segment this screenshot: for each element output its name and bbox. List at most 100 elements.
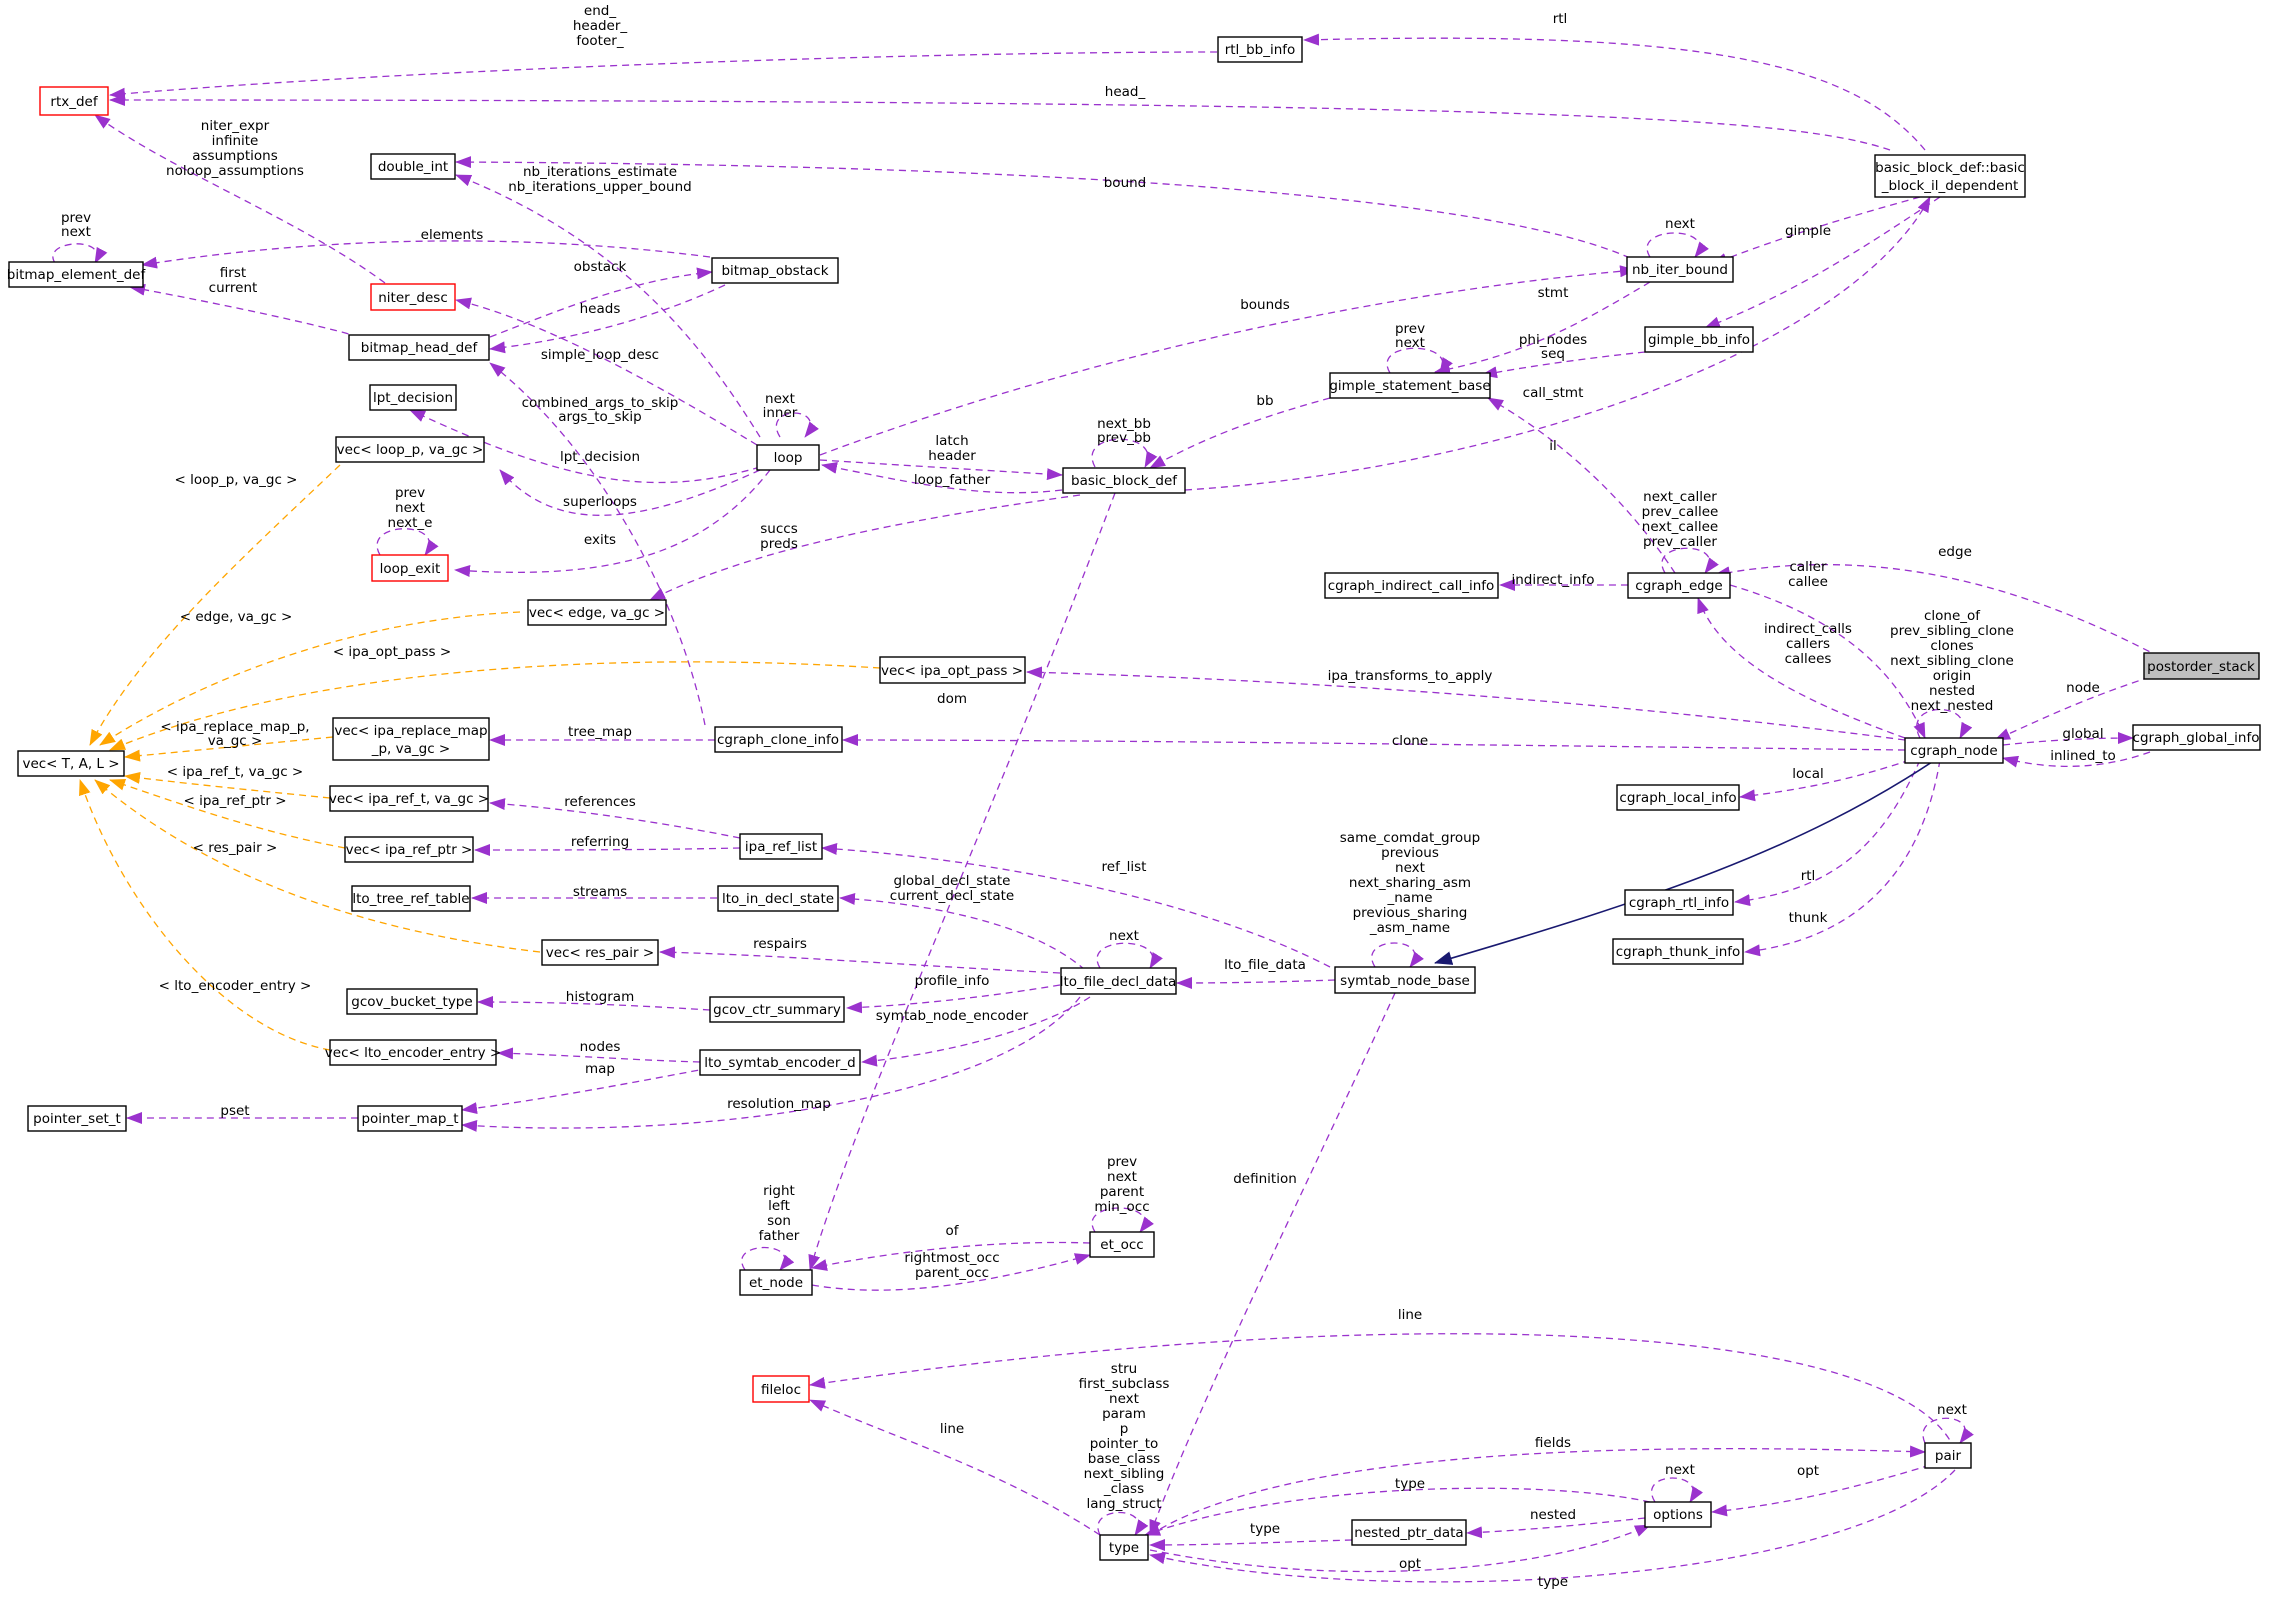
node-pair[interactable]: pair [1924, 1442, 1972, 1469]
label-map: map [585, 1061, 615, 1077]
label-end-header-footer: end_header_footer_ [573, 3, 628, 49]
edge-gimple-self [1386, 347, 1453, 374]
node-cgraph-local-info[interactable]: cgraph_local_info [1616, 784, 1740, 811]
label-lto-next: next [1109, 928, 1139, 944]
node-nested-ptr-data[interactable]: nested_ptr_data [1351, 1519, 1467, 1546]
node-cgraph-indirect-call-info[interactable]: cgraph_indirect_call_info [1324, 572, 1499, 599]
node-basic-block-il-dependent[interactable]: basic_block_def::basic_block_il_dependen… [1874, 154, 2026, 198]
node-type[interactable]: type [1099, 1534, 1149, 1561]
edge-lto-file-decl-to-vec-res-pair [659, 946, 1061, 974]
svg-text:ipa_ref_list: ipa_ref_list [745, 839, 817, 855]
edge-bitmap-obstack-to-bitmap-head [489, 284, 726, 354]
svg-text:cgraph_rtl_info: cgraph_rtl_info [1629, 895, 1729, 911]
label-ipa-opt-pass: < ipa_opt_pass > [333, 644, 451, 660]
node-gimple-bb-info[interactable]: gimple_bb_info [1644, 326, 1754, 353]
node-niter-desc[interactable]: niter_desc [370, 283, 456, 311]
node-lto-tree-ref-table[interactable]: lto_tree_ref_table [351, 885, 471, 912]
node-symtab-node-base[interactable]: symtab_node_base [1334, 966, 1476, 994]
node-gimple-statement-base[interactable]: gimple_statement_base [1329, 372, 1491, 399]
node-cgraph-edge[interactable]: cgraph_edge [1627, 572, 1731, 599]
label-loop-father: loop_father [914, 472, 991, 488]
node-pointer-map-t[interactable]: pointer_map_t [357, 1105, 463, 1132]
edge-basic-block-to-loop [821, 461, 1063, 494]
node-fileloc[interactable]: fileloc [752, 1375, 810, 1403]
node-double-int[interactable]: double_int [370, 153, 456, 180]
node-cgraph-rtl-info[interactable]: cgraph_rtl_info [1624, 889, 1734, 916]
edge-vec-lto-encoder-template [79, 779, 331, 1051]
node-rtl-bb-info[interactable]: rtl_bb_info [1217, 36, 1303, 63]
node-gcov-bucket-type[interactable]: gcov_bucket_type [346, 988, 478, 1015]
node-cgraph-thunk-info[interactable]: cgraph_thunk_info [1612, 938, 1744, 965]
node-lto-symtab-encoder-d[interactable]: lto_symtab_encoder_d [699, 1049, 861, 1076]
node-nb-iter-bound[interactable]: nb_iter_bound [1626, 256, 1734, 283]
node-ipa-ref-list[interactable]: ipa_ref_list [739, 833, 823, 860]
edge-bb-il-to-nb-iter-bound [1711, 196, 1921, 265]
node-bitmap-element-def[interactable]: bitmap_element_def [7, 261, 147, 288]
label-res-pair: < res_pair > [193, 840, 278, 856]
node-options[interactable]: options [1644, 1501, 1712, 1528]
svg-text:gimple_statement_base: gimple_statement_base [1329, 378, 1490, 394]
label-loop-p: < loop_p, va_gc > [175, 472, 298, 488]
label-edge-va-gc: < edge, va_gc > [180, 609, 293, 625]
edge-loop-to-niter-desc [455, 297, 758, 446]
svg-text:symtab_node_base: symtab_node_base [1340, 973, 1470, 989]
node-vec-ipa-opt-pass[interactable]: vec< ipa_opt_pass > [879, 656, 1026, 684]
node-lpt-decision[interactable]: lpt_decision [369, 384, 457, 411]
node-cgraph-clone-info[interactable]: cgraph_clone_info [714, 726, 843, 753]
node-vec-loop-p[interactable]: vec< loop_p, va_gc > [335, 436, 485, 463]
node-vec-edge[interactable]: vec< edge, va_gc > [527, 599, 667, 626]
label-stmt: stmt [1538, 285, 1569, 301]
label-bound: bound [1104, 175, 1147, 191]
node-gcov-ctr-summary[interactable]: gcov_ctr_summary [709, 996, 845, 1023]
node-cgraph-global-info[interactable]: cgraph_global_info [2132, 724, 2261, 751]
node-vec-ipa-replace-map[interactable]: vec< ipa_replace_map_p, va_gc > [332, 717, 490, 761]
node-basic-block-def[interactable]: basic_block_def [1062, 467, 1186, 494]
node-vec-T-A-L[interactable]: vec< T, A, L > [17, 750, 125, 777]
edge-vec-ipa-ref-t-template [124, 771, 331, 799]
edge-bitmap-head-to-bitmap-elem [129, 283, 361, 338]
node-bitmap-head-def[interactable]: bitmap_head_def [348, 334, 490, 361]
edge-cgraph-edge-to-cgraph-node [1729, 584, 1926, 739]
node-vec-lto-encoder-entry[interactable]: vec< lto_encoder_entry > [325, 1039, 501, 1066]
node-loop-exit[interactable]: loop_exit [371, 554, 449, 582]
edge-ipa-ref-list-to-vec-ipa-ref-ptr [474, 843, 741, 856]
node-bitmap-obstack[interactable]: bitmap_obstack [711, 257, 839, 284]
node-cgraph-node[interactable]: cgraph_node [1904, 737, 2004, 764]
label-inlined-to: inlined_to [2050, 748, 2116, 764]
edge-lto-symtab-enc-to-pointer-map [461, 1067, 711, 1115]
edge-cgraph-node-to-global-info [2002, 732, 2134, 746]
label-head: head_ [1105, 84, 1146, 100]
edge-type-to-fileloc [809, 1399, 1101, 1536]
node-rtx-def[interactable]: rtx_def [39, 86, 109, 116]
edge-type-to-pair [1149, 1445, 1926, 1536]
node-pointer-set-t[interactable]: pointer_set_t [27, 1105, 127, 1132]
edge-ipa-ref-list-to-vec-ipa-ref-t [489, 798, 741, 839]
svg-text:options: options [1653, 1507, 1703, 1523]
node-lto-in-decl-state[interactable]: lto_in_decl_state [717, 885, 839, 912]
node-loop[interactable]: loop [756, 444, 820, 471]
node-vec-ipa-ref-t[interactable]: vec< ipa_ref_t, va_gc > [329, 785, 489, 812]
node-vec-ipa-ref-ptr[interactable]: vec< ipa_ref_ptr > [344, 836, 474, 863]
edge-cgraph-node-self [1916, 709, 1973, 739]
node-postorder-stack[interactable]: postorder_stack [2143, 652, 2260, 680]
node-vec-res-pair[interactable]: vec< res_pair > [541, 939, 659, 966]
svg-text:lpt_decision: lpt_decision [373, 390, 453, 406]
edge-loop-to-basic-block [819, 459, 1063, 481]
edge-symtab-self [1371, 942, 1424, 968]
edge-gimple-to-cgraph-edge [1487, 397, 1676, 574]
node-lto-file-decl-data[interactable]: lto_file_decl_data [1060, 967, 1177, 995]
label-thunk: thunk [1789, 910, 1828, 926]
node-et-node[interactable]: et_node [739, 1269, 813, 1296]
edge-vec-edge-template [99, 611, 521, 746]
edge-gcov-ctr-to-gcov-bucket [477, 996, 711, 1011]
edge-options-to-type [1144, 1487, 1651, 1536]
svg-text:et_occ: et_occ [1100, 1237, 1143, 1253]
edge-clone-info-to-bitmap-head [489, 362, 706, 726]
node-et-occ[interactable]: et_occ [1089, 1231, 1155, 1258]
